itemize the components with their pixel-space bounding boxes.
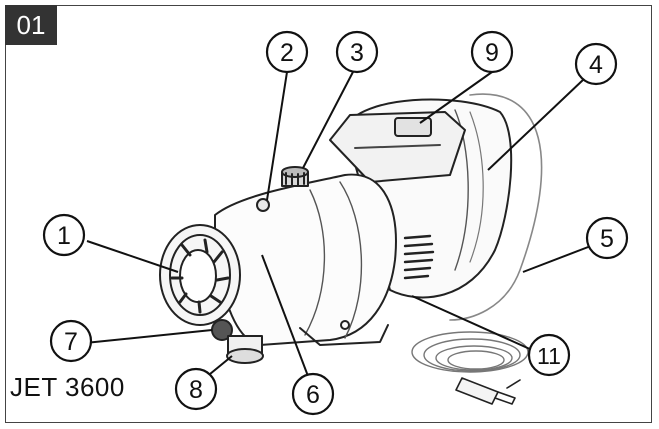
callout-6: 6 [306, 381, 320, 409]
suction-inlet [159, 224, 241, 326]
figure-tag: 01 [5, 5, 57, 45]
callout-circle-6 [291, 372, 335, 416]
callout-circle-2 [265, 30, 309, 74]
cable-coil [411, 331, 529, 373]
callout-circle-4 [574, 42, 618, 86]
pump-foot [299, 324, 389, 346]
callout-circle-8 [174, 367, 218, 411]
callout-circle-1 [42, 213, 86, 257]
pump-body [214, 173, 397, 346]
callout-8: 8 [189, 376, 203, 404]
callout-circle-11 [527, 333, 571, 377]
callout-1: 1 [57, 222, 71, 250]
callout-circle-7 [49, 319, 93, 363]
cooling-fins [403, 234, 435, 280]
callout-5: 5 [600, 225, 614, 253]
callout-2: 2 [280, 39, 294, 67]
callout-circle-9 [470, 30, 514, 74]
filler-plug [281, 166, 309, 187]
figure-frame [5, 5, 652, 423]
callout-circle-3 [335, 30, 379, 74]
callout-11: 11 [537, 343, 561, 369]
power-plug [455, 377, 521, 405]
callout-7: 7 [64, 328, 78, 356]
model-label: JET 3600 [10, 372, 125, 402]
switch [394, 117, 432, 137]
callout-circle-5 [585, 216, 629, 260]
pressure-outlet [226, 335, 264, 364]
pressure-port [256, 198, 270, 212]
callout-4: 4 [589, 51, 603, 79]
power-cable [449, 93, 543, 321]
callout-9: 9 [485, 39, 499, 67]
callout-3: 3 [350, 39, 364, 67]
